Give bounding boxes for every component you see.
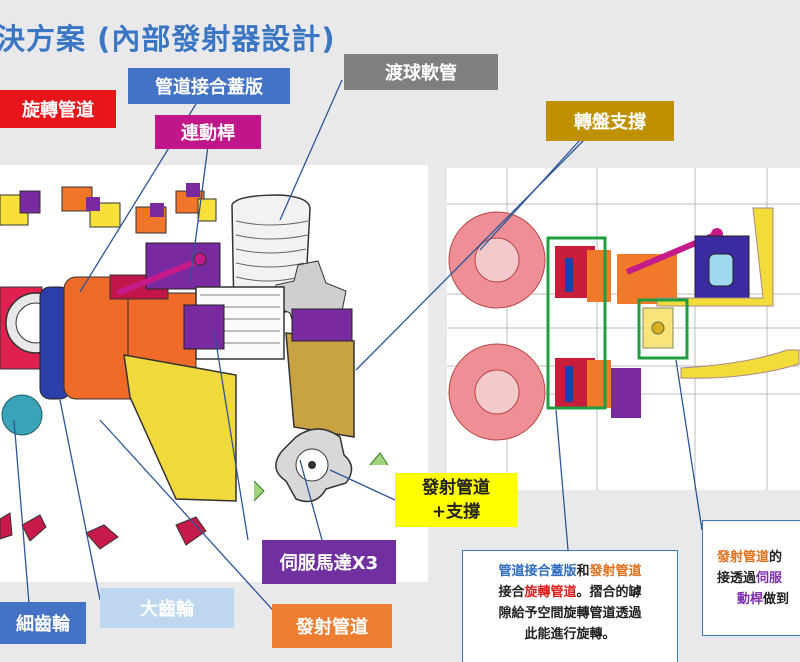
turntable-wheel-sketch bbox=[253, 428, 389, 503]
section-drawing-svg bbox=[447, 168, 800, 490]
label-transfer-hose: 渡球軟管 bbox=[344, 54, 498, 90]
page-title: 決方案 (內部發射器設計) bbox=[0, 22, 336, 56]
note-right-line1: 發射管道的 bbox=[717, 550, 783, 565]
label-servo-motor: 伺服馬達X3 bbox=[262, 540, 396, 584]
note-right-line2: 接透過伺服 bbox=[717, 571, 783, 586]
label-launch-pipe-support-line2: +支撐 bbox=[431, 502, 481, 522]
pipe-disc-top bbox=[448, 211, 546, 309]
note-right: 發射管道的 接透過伺服 動桿做到 bbox=[702, 520, 800, 636]
note-center-line1: 管道接合蓋版和發射管道 bbox=[498, 564, 642, 579]
label-large-gear: 大齒輪 bbox=[100, 588, 234, 628]
label-launch-pipe: 發射管道 bbox=[272, 604, 392, 648]
label-turntable-support: 轉盤支撐 bbox=[546, 101, 674, 141]
note-right-line3: 動桿做到 bbox=[737, 592, 790, 607]
label-pipe-cover: 管道接合蓋版 bbox=[128, 68, 290, 104]
note-center: 管道接合蓋版和發射管道 接合旋轉管道。摺合的罅 隙給予空間旋轉管道透過 此能進行… bbox=[462, 550, 678, 662]
label-launch-pipe-support-line1: 發射管道 bbox=[422, 478, 490, 498]
note-center-line3: 隙給予空間旋轉管道透過 bbox=[498, 606, 642, 621]
note-center-line4: 此能進行旋轉。 bbox=[524, 627, 616, 642]
servo-sketch-row bbox=[0, 183, 217, 234]
servo-horn-sketches bbox=[0, 512, 207, 550]
green-highlight-yellow bbox=[637, 298, 689, 360]
section-drawing bbox=[447, 168, 800, 490]
pipe-disc-bottom bbox=[448, 343, 546, 441]
label-launch-pipe-support: 發射管道 +支撐 bbox=[395, 473, 517, 527]
launcher-sketch bbox=[0, 165, 428, 582]
label-rotating-pipe: 旋轉管道 bbox=[0, 90, 116, 128]
label-linkage-rod: 連動桿 bbox=[155, 115, 261, 149]
launcher-sketch-drawing bbox=[0, 183, 389, 550]
label-small-gear: 細齒輪 bbox=[0, 602, 86, 644]
note-center-line2: 接合旋轉管道。摺合的罅 bbox=[498, 585, 642, 600]
